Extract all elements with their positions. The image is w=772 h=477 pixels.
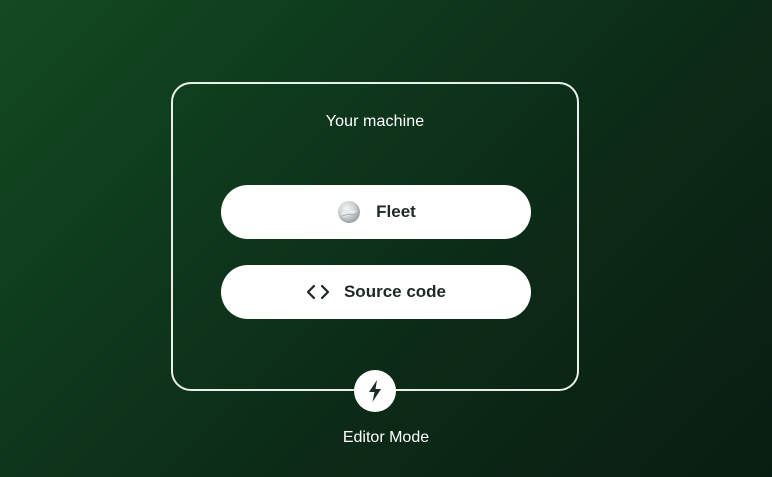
source-code-label: Source code xyxy=(343,282,447,301)
editor-mode-toggle[interactable] xyxy=(354,370,396,412)
code-brackets-icon xyxy=(306,283,330,301)
fleet-label: Fleet xyxy=(376,202,416,221)
fleet-button[interactable]: Fleet xyxy=(221,185,531,239)
machine-title: Your machine xyxy=(325,113,425,130)
lightning-bolt-icon xyxy=(368,380,382,402)
your-machine-box: Your machine Fleet xyxy=(171,82,579,391)
source-code-button[interactable]: Source code xyxy=(221,265,531,319)
fleet-logo-icon xyxy=(336,199,362,225)
editor-mode-label: Editor Mode xyxy=(342,429,430,446)
